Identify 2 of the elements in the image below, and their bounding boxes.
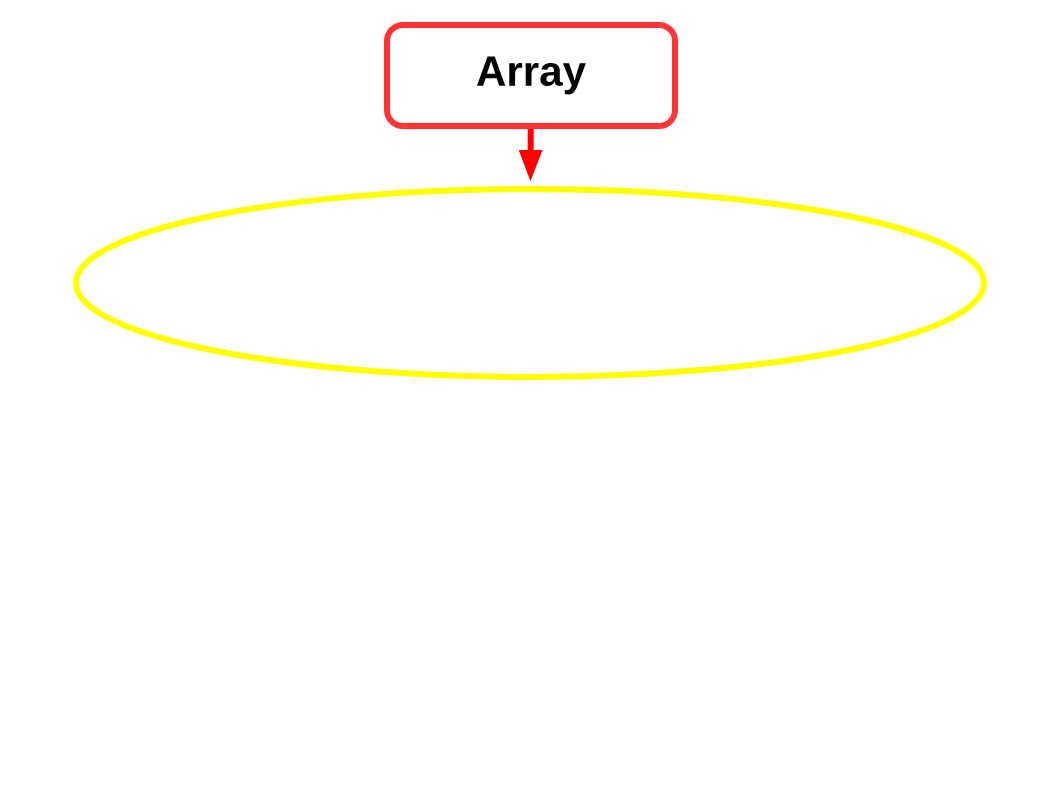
ellipse xyxy=(73,186,987,380)
process-box: Array xyxy=(384,22,678,129)
